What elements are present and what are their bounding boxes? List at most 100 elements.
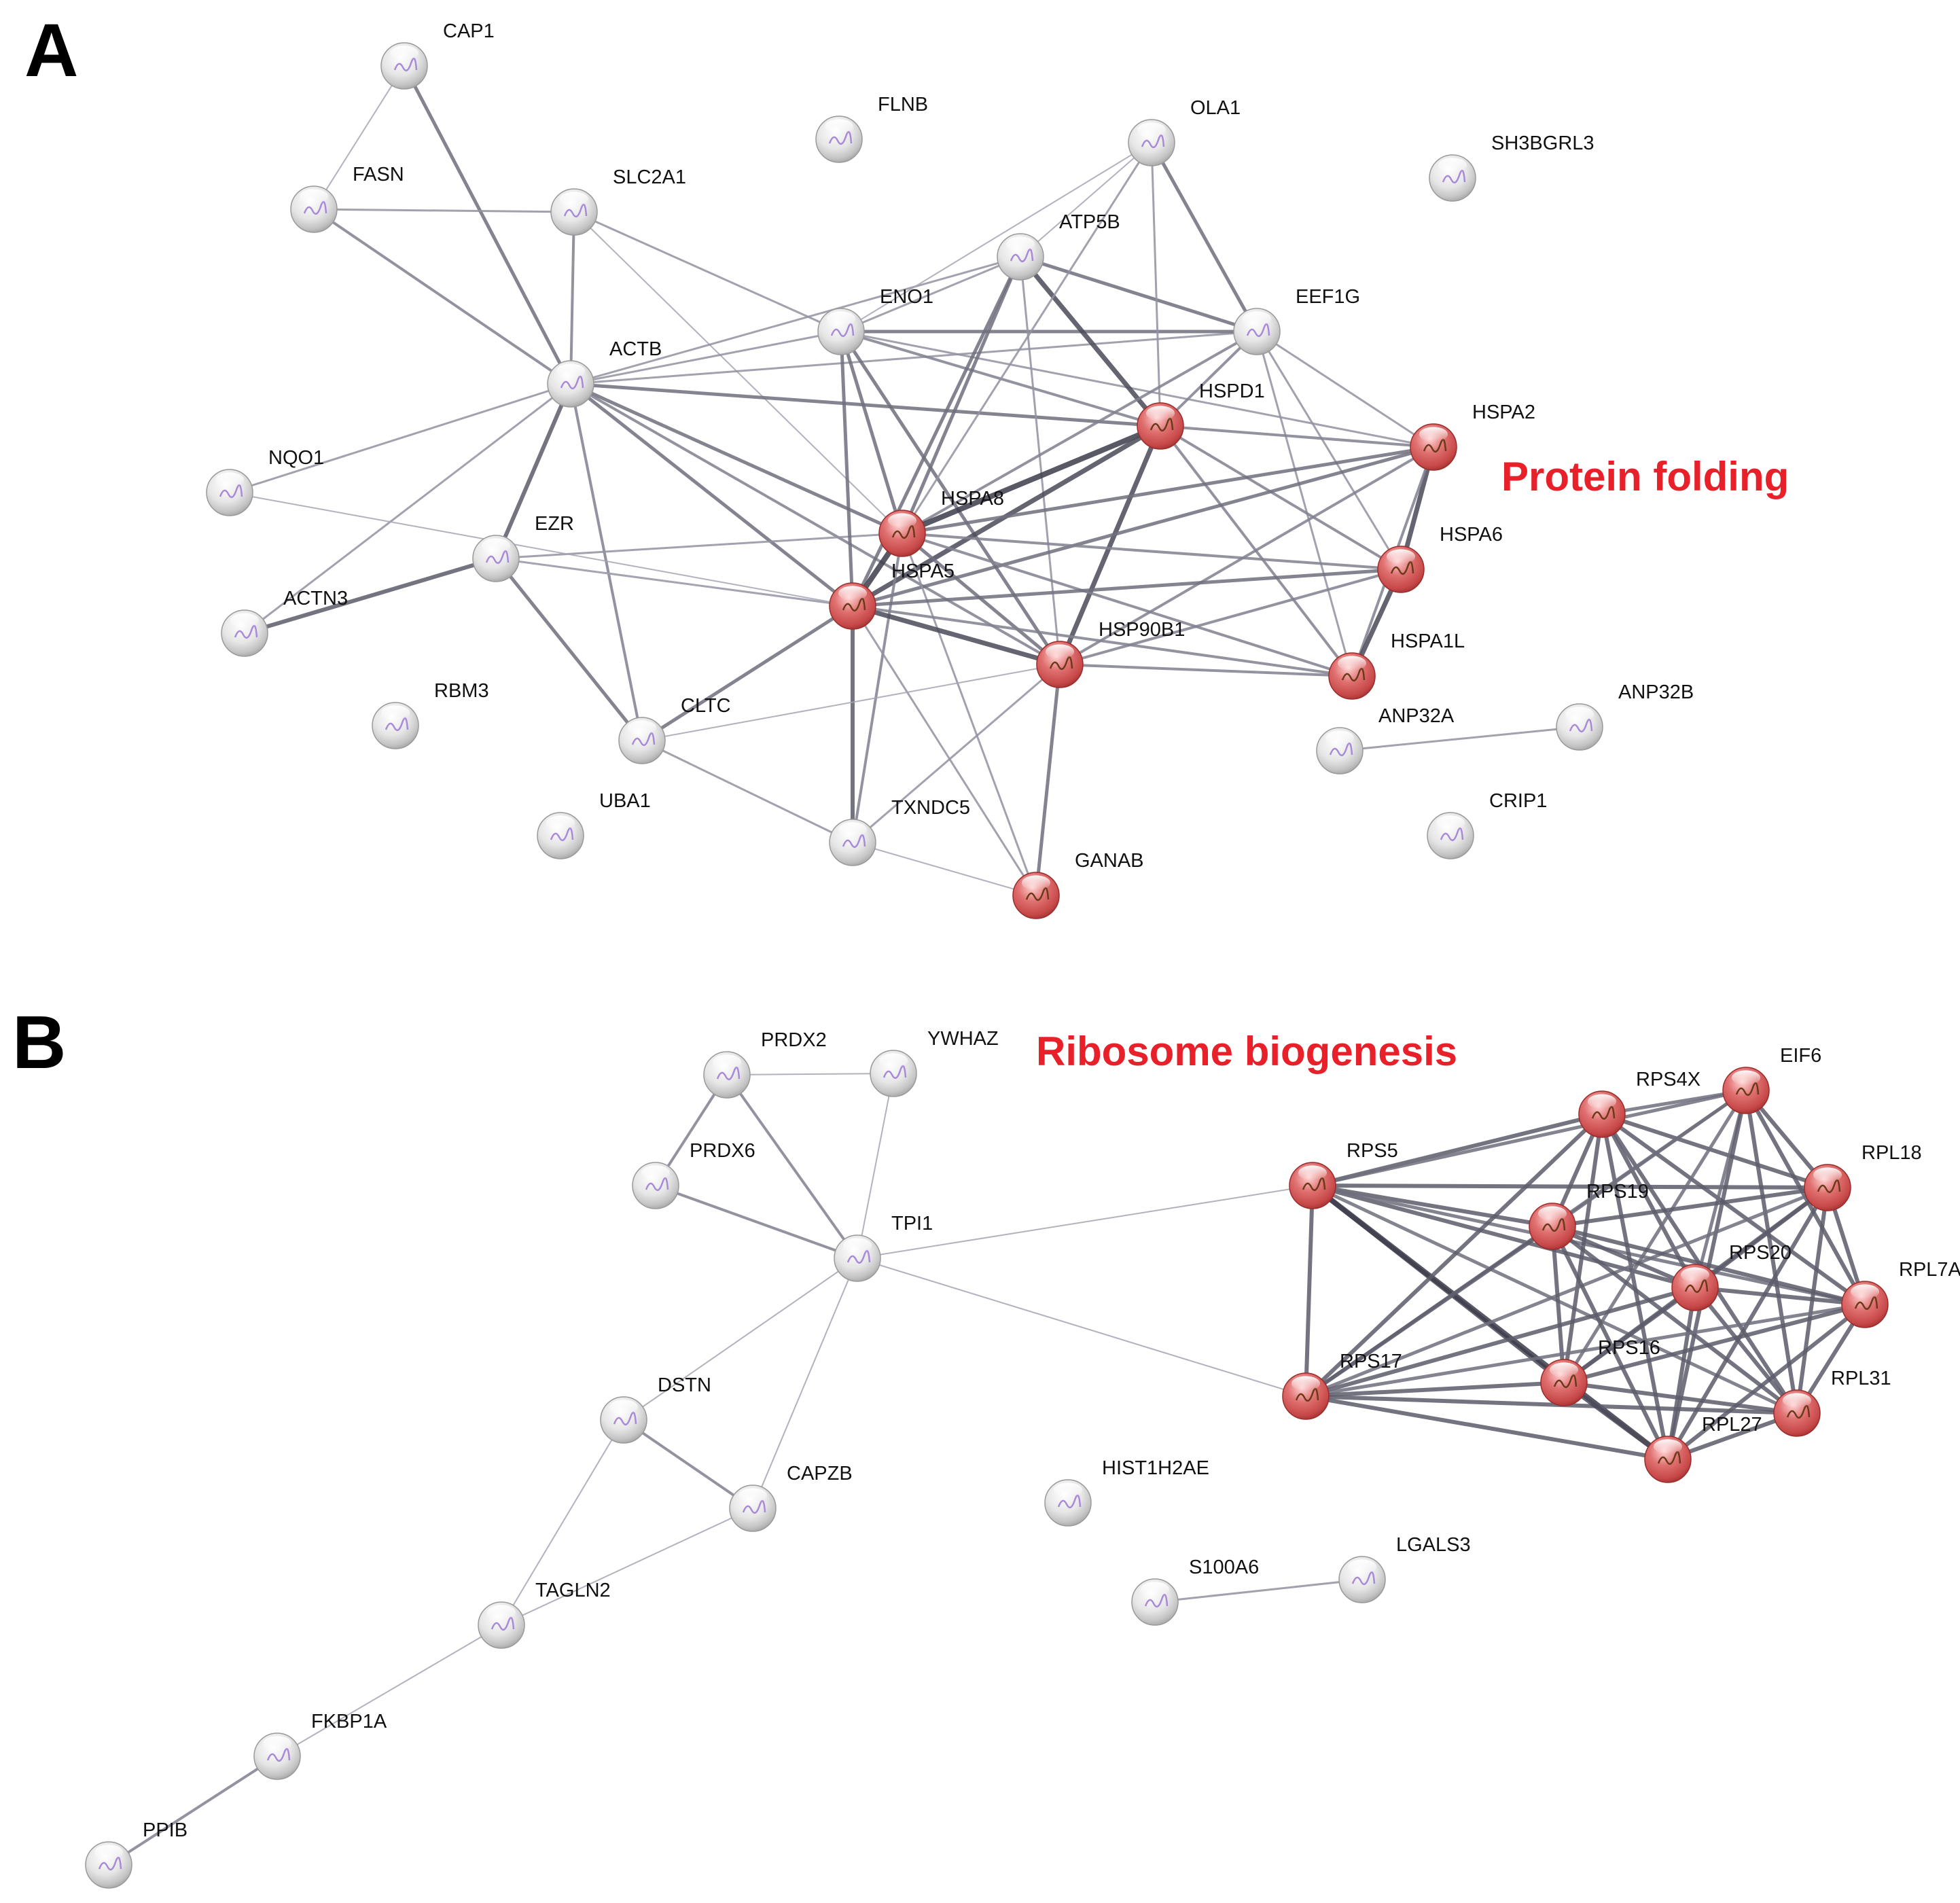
node-ganab[interactable]: GANAB — [1012, 850, 1144, 919]
node-eno1[interactable]: ENO1 — [817, 286, 933, 355]
edge-prdx2-tpi1 — [726, 1073, 859, 1260]
node-hspa5[interactable]: HSPA5 — [829, 561, 955, 630]
edge-rps5-rps17 — [1304, 1185, 1315, 1397]
node-rps16[interactable]: RPS16 — [1540, 1337, 1660, 1406]
protein-structure-icon — [1302, 1177, 1326, 1192]
node-prdx2[interactable]: PRDX2 — [703, 1029, 827, 1099]
node-gloss — [838, 586, 868, 601]
node-rbm3[interactable]: RBM3 — [372, 680, 489, 749]
node-fasn[interactable]: FASN — [290, 164, 404, 233]
node-ezr[interactable]: EZR — [472, 513, 574, 582]
node-ppib[interactable]: PPIB — [85, 1819, 188, 1889]
node-gloss — [1145, 406, 1175, 421]
node-label: CLTC — [681, 695, 731, 717]
node-hspa2[interactable]: HSPA2 — [1410, 402, 1535, 471]
node-cltc[interactable]: CLTC — [618, 695, 731, 764]
node-label: RPL31 — [1831, 1368, 1891, 1389]
protein-structure-icon — [385, 717, 409, 732]
edge-rps20-rpl31 — [1693, 1286, 1799, 1415]
edge-ola1-hspa8 — [901, 142, 1153, 534]
node-lgals3[interactable]: LGALS3 — [1338, 1534, 1471, 1603]
node-hist1h2ae[interactable]: HIST1H2AE — [1044, 1457, 1209, 1527]
edge-tpi1-rps17 — [857, 1258, 1306, 1397]
node-gloss — [215, 472, 245, 488]
edge-rpl7a-rps16 — [1563, 1302, 1866, 1385]
node-fkbp1a[interactable]: FKBP1A — [253, 1711, 387, 1780]
node-flnb[interactable]: FLNB — [815, 94, 928, 163]
edge-actb-hsp90b1 — [570, 383, 1061, 666]
node-gloss — [887, 513, 917, 529]
node-gloss — [481, 538, 511, 554]
edge-eno1-atp5b — [840, 255, 1021, 333]
protein-structure-icon — [1786, 1404, 1811, 1419]
edge-hspa6-hspa5 — [852, 567, 1402, 608]
node-gloss — [826, 311, 856, 327]
node-txndc5[interactable]: TXNDC5 — [829, 797, 970, 866]
protein-structure-icon — [891, 524, 916, 539]
node-rps17[interactable]: RPS17 — [1282, 1351, 1402, 1420]
node-eef1g[interactable]: EEF1G — [1233, 286, 1360, 355]
node-sh3bgrl3[interactable]: SH3BGRL3 — [1429, 132, 1594, 202]
node-ola1[interactable]: OLA1 — [1128, 97, 1241, 166]
node-hspa1l[interactable]: HSPA1L — [1328, 630, 1465, 700]
edge-rps4x-rpl18 — [1601, 1112, 1828, 1190]
edge-ezr-hspa8 — [495, 532, 903, 560]
node-anp32b[interactable]: ANP32B — [1556, 681, 1694, 751]
edge-slc2a1-actb — [569, 211, 575, 385]
node-label: RPS5 — [1347, 1140, 1398, 1162]
node-crip1[interactable]: CRIP1 — [1427, 790, 1547, 859]
node-nqo1[interactable]: NQO1 — [206, 447, 324, 516]
edge-hspa5-hsp90b1 — [852, 603, 1061, 667]
node-anp32a[interactable]: ANP32A — [1316, 705, 1455, 775]
node-s100a6[interactable]: S100A6 — [1131, 1557, 1259, 1626]
edge-slc2a1-eno1 — [573, 211, 842, 333]
protein-structure-icon — [98, 1856, 122, 1871]
node-label: RPS17 — [1340, 1351, 1402, 1372]
node-label: HSPA8 — [941, 488, 1004, 510]
node-rpl31[interactable]: RPL31 — [1773, 1368, 1891, 1437]
node-label: FKBP1A — [311, 1711, 387, 1732]
node-atp5b[interactable]: ATP5B — [997, 211, 1120, 281]
node-gloss — [1045, 644, 1075, 660]
node-cap1[interactable]: CAP1 — [380, 20, 495, 90]
node-hsp90b1[interactable]: HSP90B1 — [1036, 619, 1185, 688]
edge-hspa2-hspa5 — [852, 445, 1434, 608]
node-rps19[interactable]: RPS19 — [1529, 1181, 1649, 1250]
node-prdx6[interactable]: PRDX6 — [632, 1140, 755, 1209]
node-dstn[interactable]: DSTN — [600, 1374, 711, 1444]
protein-structure-icon — [1390, 561, 1414, 575]
node-rpl27[interactable]: RPL27 — [1644, 1414, 1762, 1483]
node-rps4x[interactable]: RPS4X — [1578, 1069, 1700, 1138]
node-actn3[interactable]: ACTN3 — [221, 588, 348, 657]
edge-rps20-rpl7a — [1694, 1285, 1866, 1306]
protein-structure-icon — [1553, 1374, 1578, 1389]
node-gloss — [1140, 1582, 1170, 1597]
edge-atp5b-ola1 — [1020, 142, 1152, 257]
node-rpl7a[interactable]: RPL7A — [1841, 1259, 1960, 1328]
edge-hspa5-cltc — [641, 604, 854, 743]
node-gloss — [1347, 1559, 1377, 1575]
node-rps20[interactable]: RPS20 — [1671, 1242, 1792, 1311]
node-actb[interactable]: ACTB — [547, 338, 662, 408]
node-eif6[interactable]: EIF6 — [1722, 1045, 1821, 1114]
node-slc2a1[interactable]: SLC2A1 — [550, 166, 686, 236]
node-gloss — [1680, 1267, 1710, 1283]
node-rpl18[interactable]: RPL18 — [1804, 1142, 1922, 1211]
node-tpi1[interactable]: TPI1 — [834, 1213, 933, 1282]
edge-rps17-rpl27 — [1305, 1394, 1669, 1461]
edge-eef1g-hspa1l — [1255, 331, 1353, 677]
node-hspa8[interactable]: HSPA8 — [878, 488, 1004, 557]
node-label: PRDX6 — [690, 1140, 755, 1162]
node-rps5[interactable]: RPS5 — [1289, 1140, 1398, 1209]
edge-hspa8-hspa6 — [902, 532, 1402, 571]
node-hspd1[interactable]: HSPD1 — [1137, 380, 1265, 450]
node-tagln2[interactable]: TAGLN2 — [478, 1580, 611, 1649]
edge-rps5-eif6 — [1312, 1088, 1747, 1188]
node-uba1[interactable]: UBA1 — [537, 790, 651, 859]
edge-eif6-rpl31 — [1744, 1090, 1799, 1414]
node-capzb[interactable]: CAPZB — [729, 1463, 853, 1532]
node-ywhaz[interactable]: YWHAZ — [870, 1028, 999, 1097]
node-hspa6[interactable]: HSPA6 — [1377, 524, 1503, 593]
